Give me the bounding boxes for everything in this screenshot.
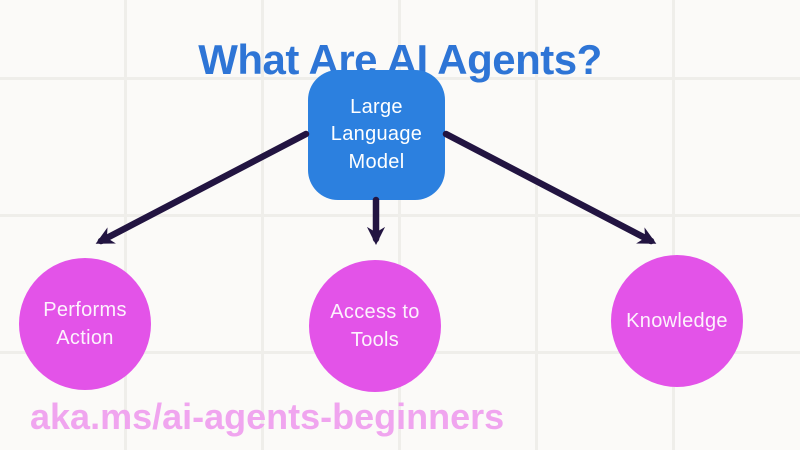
llm-node-label-line: Large	[350, 95, 403, 118]
node-access-to-tools: Access to Tools	[309, 260, 441, 392]
footer-url-text: aka.ms/ai-agents-beginners	[30, 396, 505, 437]
access-to-tools-label-line: Access to	[330, 301, 420, 323]
performs-action-label-line: Action	[56, 327, 114, 349]
node-knowledge: Knowledge	[611, 255, 743, 387]
performs-action-label-line: Performs	[43, 299, 127, 321]
access-to-tools-label-line: Tools	[350, 329, 400, 351]
node-large-language-model: Large Language Model	[308, 70, 445, 200]
node-performs-action: Performs Action	[19, 258, 151, 390]
llm-node-label-line: Model	[348, 150, 405, 173]
knowledge-label-line: Knowledge	[626, 310, 728, 332]
llm-node-label-line: Language	[330, 123, 423, 146]
